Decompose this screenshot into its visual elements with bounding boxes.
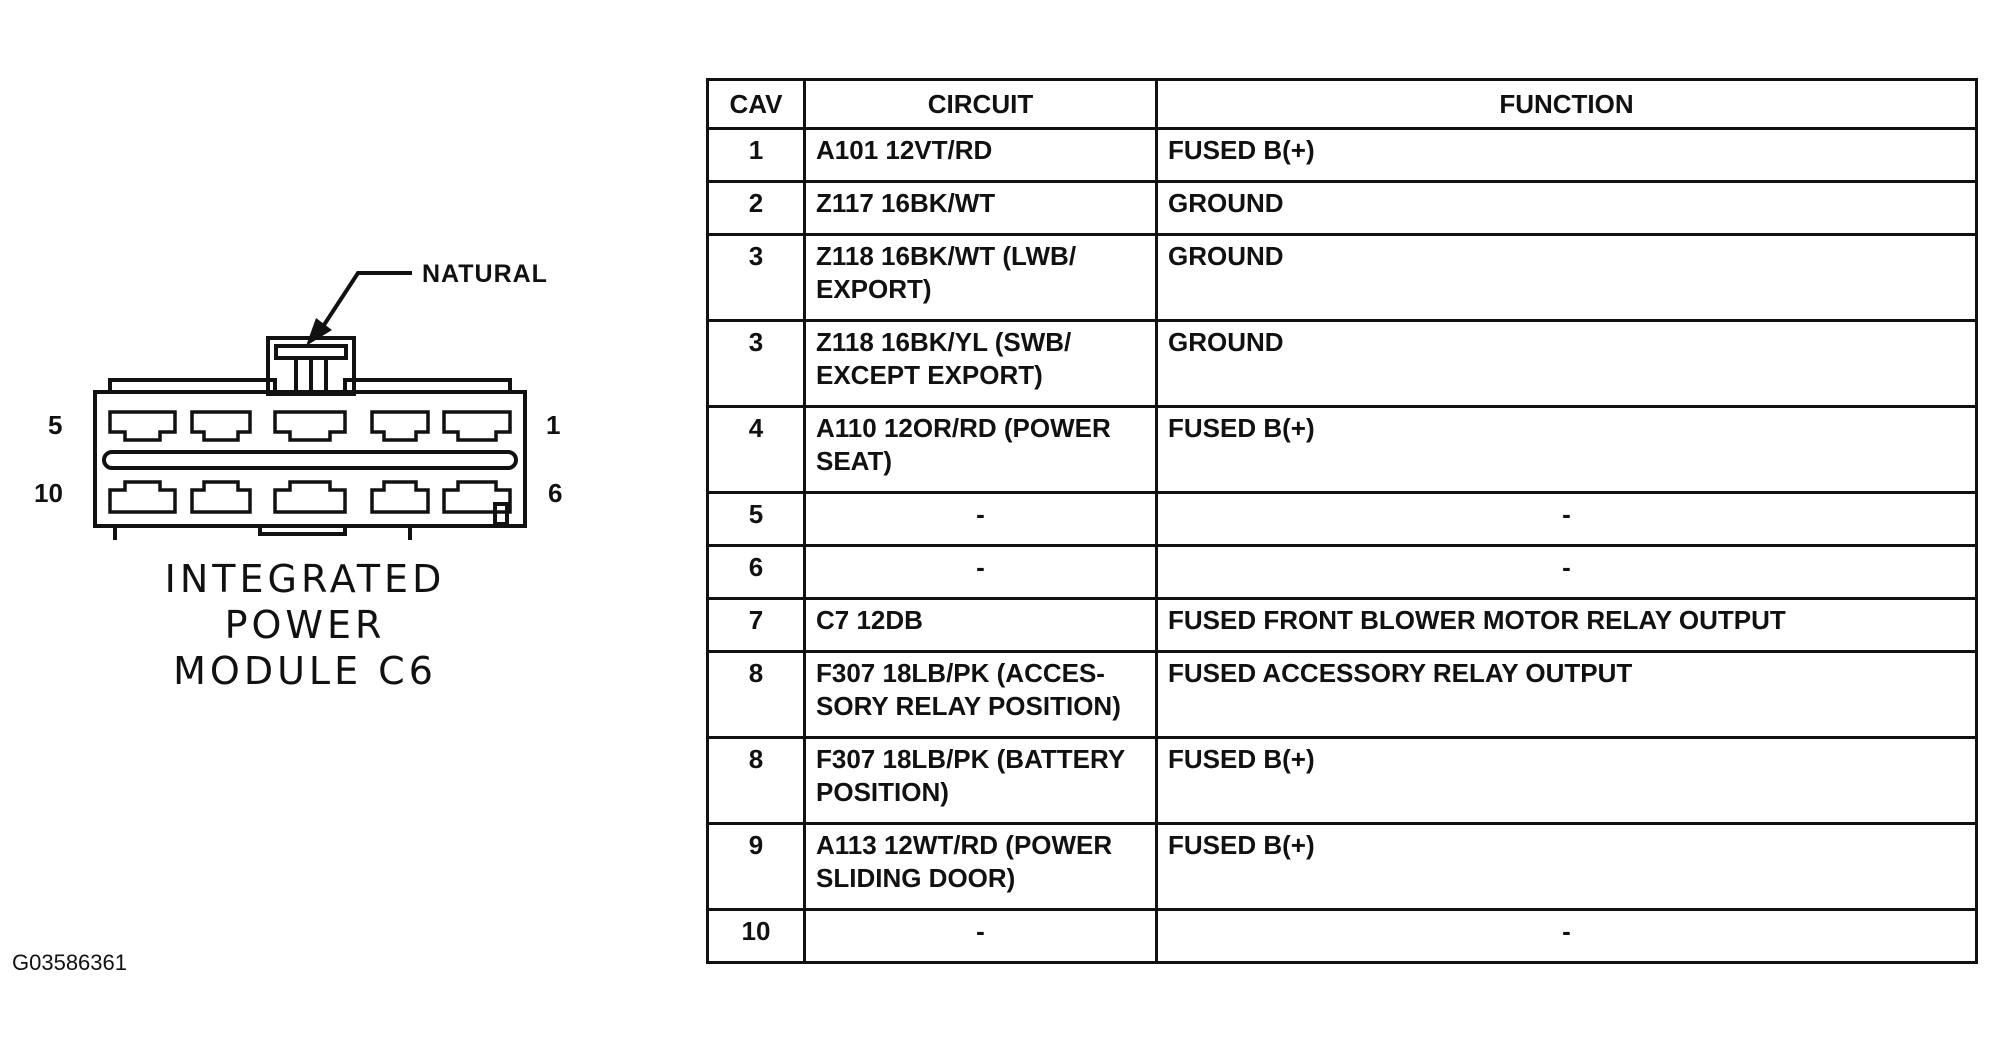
- cell-function: FUSED B(+): [1155, 736, 1978, 825]
- cell-function: FUSED B(+): [1155, 405, 1978, 494]
- table-row: 6 - -: [706, 544, 1978, 600]
- cell-circuit: F307 18LB/PK (BATTERY POSITION): [803, 736, 1158, 825]
- cavity-7: [370, 480, 430, 514]
- cavity-6: [442, 480, 512, 514]
- module-title-line: INTEGRATED: [164, 557, 446, 601]
- cell-circuit: F307 18LB/PK (ACCES- SORY RELAY POSITION…: [803, 650, 1158, 739]
- cell-circuit: A110 12OR/RD (POWER SEAT): [803, 405, 1158, 494]
- cell-cav: 8: [706, 736, 806, 825]
- cell-circuit: -: [803, 544, 1158, 600]
- cell-function: -: [1155, 544, 1978, 600]
- cell-circuit: A113 12WT/RD (POWER SLIDING DOOR): [803, 822, 1158, 911]
- pinout-table: CAV CIRCUIT FUNCTION 1 A101 12VT/RD FUSE…: [706, 78, 1978, 964]
- cell-cav: 3: [706, 233, 806, 322]
- table-row: 7 C7 12DB FUSED FRONT BLOWER MOTOR RELAY…: [706, 597, 1978, 653]
- cell-function: -: [1155, 908, 1978, 964]
- callout-label: NATURAL: [422, 260, 548, 288]
- cell-circuit: Z118 16BK/YL (SWB/ EXCEPT EXPORT): [803, 319, 1158, 408]
- table-header-row: CAV CIRCUIT FUNCTION: [706, 78, 1978, 130]
- cell-function: GROUND: [1155, 233, 1978, 322]
- cell-cav: 5: [706, 491, 806, 547]
- cavity-5: [108, 410, 177, 442]
- cell-cav: 4: [706, 405, 806, 494]
- table-row: 5 - -: [706, 491, 1978, 547]
- header-cav: CAV: [706, 78, 806, 130]
- cavity-2: [370, 410, 430, 442]
- cell-cav: 9: [706, 822, 806, 911]
- cell-cav: 8: [706, 650, 806, 739]
- pin-label-bottom-left: 10: [34, 478, 63, 508]
- cell-cav: 6: [706, 544, 806, 600]
- module-title-line: POWER: [224, 603, 386, 647]
- cavity-4: [190, 410, 252, 442]
- module-title: INTEGRATED POWER MODULE C6: [120, 556, 490, 694]
- figure-id: G03586361: [12, 950, 127, 975]
- cell-cav: 1: [706, 127, 806, 183]
- cavity-row-bottom: [108, 480, 512, 514]
- cell-function: FUSED B(+): [1155, 822, 1978, 911]
- header-function: FUNCTION: [1155, 78, 1978, 130]
- cell-circuit: A101 12VT/RD: [803, 127, 1158, 183]
- cell-function: GROUND: [1155, 180, 1978, 236]
- cavity-row-top: [108, 410, 512, 442]
- cell-circuit: Z117 16BK/WT: [803, 180, 1158, 236]
- header-circuit: CIRCUIT: [803, 78, 1158, 130]
- cell-circuit: C7 12DB: [803, 597, 1158, 653]
- cavity-3: [273, 410, 347, 442]
- cell-function: -: [1155, 491, 1978, 547]
- cavity-8: [273, 480, 347, 514]
- table-row: 2 Z117 16BK/WT GROUND: [706, 180, 1978, 236]
- connector-body: [93, 336, 527, 540]
- table-row: 1 A101 12VT/RD FUSED B(+): [706, 127, 1978, 183]
- table-row: 3 Z118 16BK/YL (SWB/ EXCEPT EXPORT) GROU…: [706, 319, 1978, 408]
- cell-function: GROUND: [1155, 319, 1978, 408]
- cavity-1: [442, 410, 512, 442]
- cell-cav: 7: [706, 597, 806, 653]
- cell-cav: 3: [706, 319, 806, 408]
- cell-cav: 10: [706, 908, 806, 964]
- cell-function: FUSED FRONT BLOWER MOTOR RELAY OUTPUT: [1155, 597, 1978, 653]
- cavity-9: [190, 480, 252, 514]
- cell-circuit: -: [803, 491, 1158, 547]
- cell-function: FUSED ACCESSORY RELAY OUTPUT: [1155, 650, 1978, 739]
- cavity-10: [108, 480, 177, 514]
- table-row: 4 A110 12OR/RD (POWER SEAT) FUSED B(+): [706, 405, 1978, 494]
- cell-circuit: -: [803, 908, 1158, 964]
- callout-arrow: [306, 271, 412, 346]
- cell-cav: 2: [706, 180, 806, 236]
- table-row: 10 - -: [706, 908, 1978, 964]
- table-row: 9 A113 12WT/RD (POWER SLIDING DOOR) FUSE…: [706, 822, 1978, 911]
- pin-label-top-left: 5: [48, 410, 62, 440]
- pin-label-bottom-right: 6: [548, 478, 562, 508]
- connector-diagram: NATURAL 5 1 10 6: [34, 260, 562, 540]
- cell-function: FUSED B(+): [1155, 127, 1978, 183]
- pin-label-top-right: 1: [546, 410, 560, 440]
- cell-circuit: Z118 16BK/WT (LWB/ EXPORT): [803, 233, 1158, 322]
- table-row: 3 Z118 16BK/WT (LWB/ EXPORT) GROUND: [706, 233, 1978, 322]
- table-row: 8 F307 18LB/PK (BATTERY POSITION) FUSED …: [706, 736, 1978, 825]
- table-row: 8 F307 18LB/PK (ACCES- SORY RELAY POSITI…: [706, 650, 1978, 739]
- module-title-line: MODULE C6: [173, 649, 437, 693]
